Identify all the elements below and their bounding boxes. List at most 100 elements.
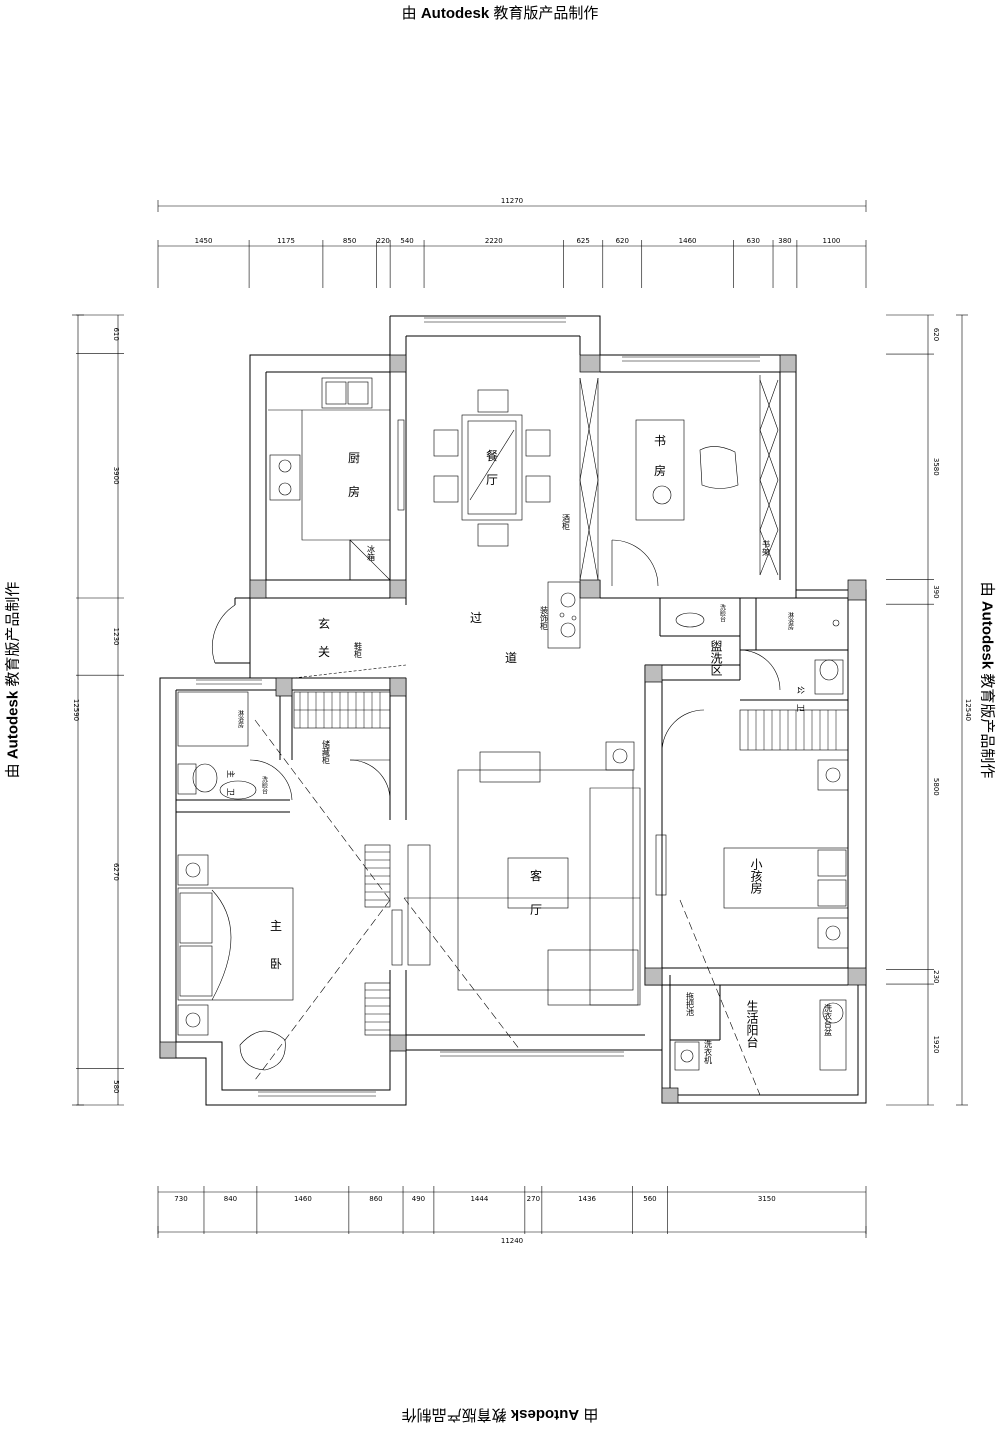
room-kitchen-1: 厨 <box>348 451 360 465</box>
label-storage-cabinet: 储藏柜 <box>322 739 331 765</box>
master-toilet <box>177 763 197 795</box>
room-living-1: 客 <box>530 868 542 883</box>
dim-left-4: 580 <box>112 1080 120 1093</box>
label-laundry-tub: 洗衣台盆 <box>824 1003 833 1036</box>
dim-right-2: 390 <box>932 585 940 598</box>
room-master-2: 卧 <box>270 957 282 971</box>
dim-bottom-9: 3150 <box>758 1195 776 1203</box>
lounge-chair <box>239 1030 286 1071</box>
dim-bottom-6: 270 <box>527 1195 540 1203</box>
room-master-wc-2: 卫 <box>226 788 235 796</box>
room-kids: 小孩房 <box>749 858 763 894</box>
dim-top-6: 625 <box>576 237 589 245</box>
dining-table <box>461 414 523 521</box>
columns <box>159 354 867 1104</box>
dim-left-total: 12590 <box>72 699 80 721</box>
room-living-2: 厅 <box>530 903 542 917</box>
dim-bottom-5: 1444 <box>470 1195 488 1203</box>
room-washing: 盥洗区 <box>709 640 723 676</box>
kids-bed <box>723 847 849 909</box>
label-basin-public: 洗脸台 <box>719 603 726 623</box>
washer <box>674 1041 700 1071</box>
room-dining-1: 餐 <box>486 448 498 463</box>
dim-left-2: 1230 <box>112 628 120 646</box>
master-basin <box>219 780 257 800</box>
master-bed <box>177 887 294 1001</box>
dim-right-3: 5800 <box>932 778 940 796</box>
public-toilet <box>814 659 844 695</box>
label-mop-pool: 拖把池 <box>686 991 695 1016</box>
label-decor-cabinet: 装饰柜 <box>540 605 549 631</box>
watermark-brand: Autodesk <box>420 5 490 22</box>
study-chair <box>699 446 739 489</box>
dim-top-0: 1450 <box>195 237 213 245</box>
label-wine-cabinet: 酒柜 <box>562 514 571 531</box>
dim-left-0: 610 <box>112 327 120 340</box>
watermark-prefix: 由 <box>401 5 421 22</box>
dim-top-total: 11270 <box>501 197 523 205</box>
dim-right-total: 12540 <box>964 699 972 721</box>
room-entrance-2: 关 <box>318 645 330 659</box>
label-bookshelf: 书架 <box>762 539 771 557</box>
laundry-tub <box>819 999 847 1071</box>
fridge <box>349 539 391 581</box>
kids-wardrobe <box>739 709 849 751</box>
room-study-2: 房 <box>654 463 666 478</box>
dim-left-1: 3900 <box>112 467 120 485</box>
label-washer: 洗衣机 <box>704 1039 713 1065</box>
room-dining-2: 厅 <box>486 473 498 487</box>
dim-top-9: 630 <box>747 237 760 245</box>
coffee-table <box>507 857 569 909</box>
study-desk <box>635 419 685 521</box>
kitchen-sink <box>321 377 373 409</box>
dim-top-7: 620 <box>616 237 629 245</box>
dim-top-10: 380 <box>778 237 791 245</box>
dim-right-1: 3580 <box>932 458 940 476</box>
room-entrance-1: 玄 <box>318 616 330 631</box>
dim-bottom-8: 560 <box>643 1195 656 1203</box>
room-corridor-1: 过 <box>470 611 482 625</box>
dim-bottom-2: 1460 <box>294 1195 312 1203</box>
room-public-wc-1: 公 <box>796 686 805 694</box>
washing-basin <box>675 612 705 628</box>
label-shower-public: 淋浴房 <box>787 611 794 631</box>
furniture <box>177 375 849 1096</box>
dim-right-4: 230 <box>932 970 940 983</box>
stove <box>269 454 301 501</box>
label-shoe-cabinet: 鞋柜 <box>354 641 363 659</box>
room-balcony: 生活阳台 <box>745 1000 759 1048</box>
watermark-suffix: 教育版产品制作 <box>489 5 599 22</box>
dim-top-8: 1460 <box>679 237 697 245</box>
dimension-lines: 11270 1450 1175 850 220 540 2220 625 620 1460 630… <box>72 197 972 1245</box>
label-basin-master: 洗脸台 <box>261 775 268 795</box>
dim-top-2: 850 <box>343 237 356 245</box>
dim-top-1: 1175 <box>277 237 295 245</box>
room-public-wc-2: 卫 <box>796 704 805 712</box>
sofa <box>589 787 641 1006</box>
dim-bottom-0: 730 <box>174 1195 187 1203</box>
dim-left-3: 6270 <box>112 863 120 881</box>
dim-bottom-7: 1436 <box>578 1195 596 1203</box>
room-labels: 厨 房 餐 厅 书 房 玄 关 过 道 客 厅 主 卧 公 卫 主 卫 盥洗区 … <box>226 434 805 1048</box>
room-corridor-2: 道 <box>505 651 517 665</box>
dim-top-3: 220 <box>377 237 390 245</box>
watermark-top: 由 Autodesk 教育版产品制作 <box>402 2 599 23</box>
fixture-labels: 冰箱 酒柜 书架 装饰柜 鞋柜 储藏柜 洗脸台 淋浴房 淋浴房 洗脸台 拖把池 … <box>237 514 833 1065</box>
dim-top-11: 1100 <box>823 237 841 245</box>
living-rug <box>457 769 634 991</box>
room-master-wc-1: 主 <box>226 770 236 778</box>
dim-right-0: 620 <box>932 328 940 341</box>
room-study-1: 书 <box>654 434 666 448</box>
room-master-1: 主 <box>270 919 282 933</box>
dim-right-5: 1920 <box>932 1036 940 1054</box>
room-kitchen-2: 房 <box>348 484 360 499</box>
dim-bottom-3: 860 <box>369 1195 382 1203</box>
label-fridge: 冰箱 <box>367 544 376 562</box>
dim-top-4: 540 <box>400 237 413 245</box>
dim-top-5: 2220 <box>485 237 503 245</box>
dim-bottom-total: 11240 <box>501 1237 523 1245</box>
dim-bottom-1: 840 <box>224 1195 237 1203</box>
dim-bottom-4: 490 <box>412 1195 425 1203</box>
master-shower <box>177 691 249 747</box>
